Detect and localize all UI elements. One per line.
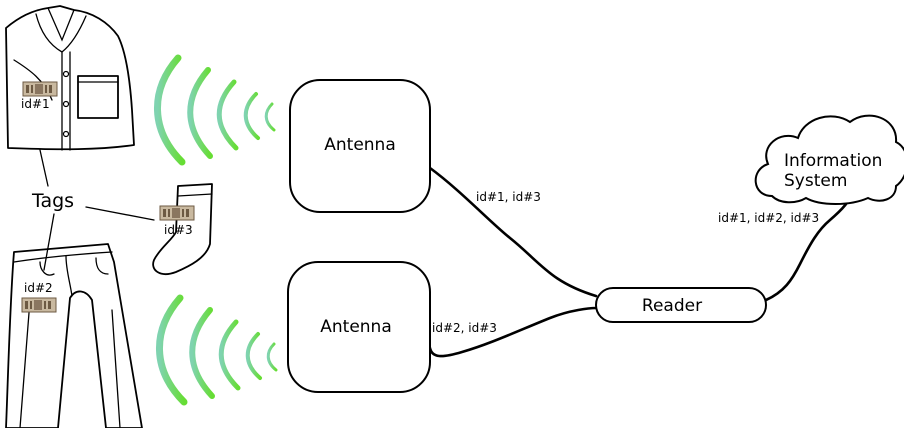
pants-tag-chip	[21, 297, 57, 313]
link-label-info: id#1, id#2, id#3	[718, 211, 819, 225]
shirt-illustration	[5, 5, 135, 151]
antenna-top-label: Antenna	[324, 135, 396, 155]
info-system-line2: System	[784, 171, 847, 191]
tags-pointer-sock	[85, 206, 155, 221]
antenna-bottom: Antenna	[287, 261, 431, 393]
shirt-tag-id: id#1	[21, 97, 50, 111]
sock-tag-id: id#3	[164, 223, 193, 237]
pants-tag-id: id#2	[24, 281, 53, 295]
wire-antenna-top-to-reader	[428, 166, 598, 298]
antenna-top: Antenna	[289, 79, 431, 213]
tags-pointer-pants	[43, 213, 55, 271]
link-label-bottom: id#2, id#3	[432, 321, 497, 335]
reader-label: Reader	[642, 296, 702, 316]
wire-antenna-bottom-to-reader	[428, 306, 598, 358]
information-system-cloud: Information System	[754, 114, 904, 205]
link-label-top: id#1, id#3	[476, 190, 541, 204]
pants-illustration	[5, 243, 143, 428]
sock-tag-chip	[159, 205, 195, 221]
tags-pointer-shirt	[39, 149, 49, 187]
radio-waves-bottom	[156, 294, 278, 406]
wire-reader-to-info	[764, 194, 852, 302]
shirt-tag-chip	[22, 81, 58, 97]
info-system-line1: Information	[784, 151, 882, 171]
tags-label: Tags	[31, 190, 74, 212]
antenna-bottom-label: Antenna	[320, 317, 392, 337]
radio-waves-top	[154, 54, 276, 166]
sock-illustration	[152, 183, 213, 275]
reader: Reader	[595, 287, 767, 323]
